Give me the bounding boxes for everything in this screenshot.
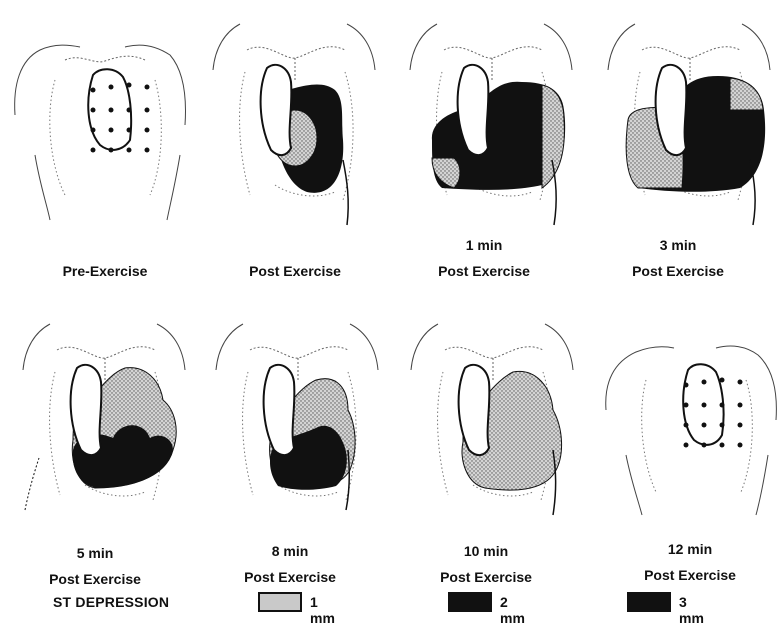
panel-10-min <box>411 324 573 515</box>
caption-12-min: 12 min Post Exercise <box>600 536 780 588</box>
solid-swatch <box>448 592 492 612</box>
caption-line: Pre-Exercise <box>15 258 195 284</box>
legend-label: 1 mm <box>310 594 335 626</box>
legend-label: 3 mm <box>679 594 704 626</box>
stipple-swatch <box>258 592 302 612</box>
caption-8-min: 8 min Post Exercise <box>200 538 380 590</box>
panel-1-min <box>410 24 572 225</box>
caption-pre-exercise: Pre-Exercise <box>15 258 195 284</box>
caption-line: Post Exercise <box>394 258 574 284</box>
legend-label: 2 mm <box>500 594 525 626</box>
caption-line: 10 min <box>396 538 576 564</box>
legend-title: ST DEPRESSION <box>53 594 169 610</box>
panel-12-min <box>606 346 777 515</box>
caption-line: 12 min <box>600 536 780 562</box>
caption-line: Post Exercise <box>588 258 768 284</box>
caption-line: 1 min <box>394 232 574 258</box>
caption-line: 8 min <box>200 538 380 564</box>
panel-3-min <box>608 24 770 225</box>
caption-3-min: 3 min Post Exercise <box>588 232 768 284</box>
caption-line: 3 min <box>588 232 768 258</box>
caption-1-min: 1 min Post Exercise <box>394 232 574 284</box>
caption-5-min: 5 min Post Exercise <box>5 540 185 592</box>
panel-8-min <box>216 324 378 510</box>
caption-line: Post Exercise <box>5 566 185 592</box>
caption-line: Post Exercise <box>200 564 380 590</box>
electrode-grid <box>91 83 150 153</box>
caption-line: 5 min <box>5 540 185 566</box>
legend: ST DEPRESSION 1 mm 2 mm 3 mm <box>0 590 783 614</box>
caption-line: Post Exercise <box>600 562 780 588</box>
panel-pre-exercise <box>15 45 186 220</box>
caption-line: Post Exercise <box>396 564 576 590</box>
panel-post-exercise <box>213 24 375 225</box>
caption-post-exercise: Post Exercise <box>205 258 385 284</box>
solid-swatch <box>627 592 671 612</box>
caption-10-min: 10 min Post Exercise <box>396 538 576 590</box>
panel-5-min <box>23 324 185 510</box>
caption-line: Post Exercise <box>205 258 385 284</box>
